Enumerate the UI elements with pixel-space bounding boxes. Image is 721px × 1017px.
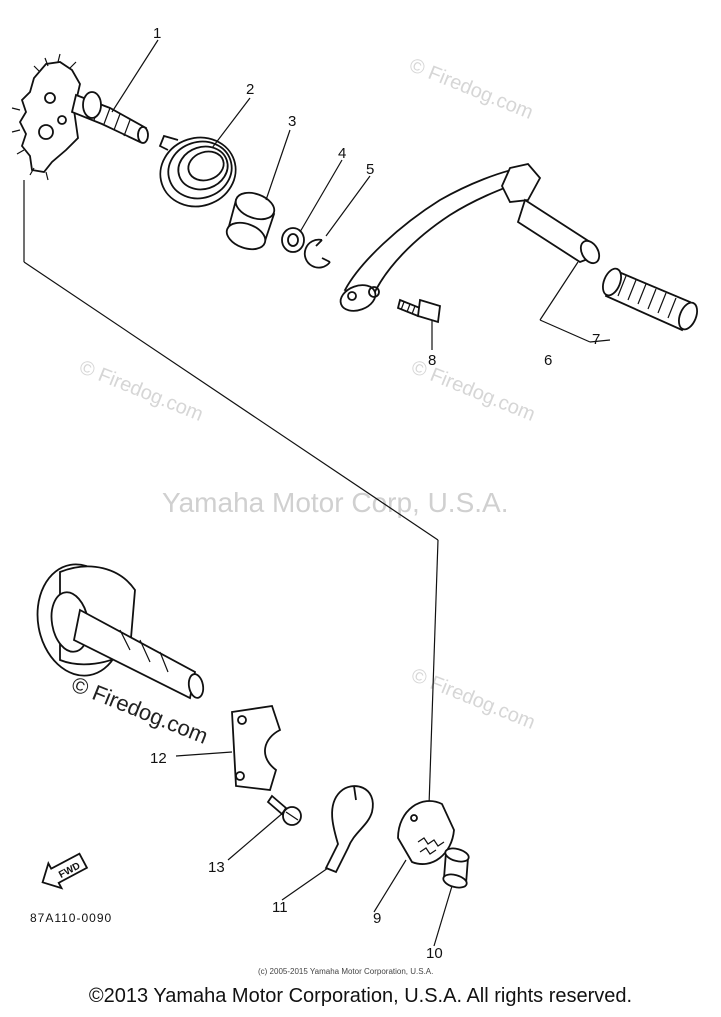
callout-8: 8 [428,352,436,369]
callout-5: 5 [366,161,374,178]
part-kick-shaft [11,53,149,181]
callout-1: 1 [153,25,161,42]
footer-copyright: ©2013 Yamaha Motor Corporation, U.S.A. A… [88,985,633,1007]
callout-10: 10 [426,945,443,962]
leader-line [589,339,611,343]
assembly-line [427,539,439,836]
leader-line [539,261,579,321]
leader-line [539,319,591,343]
part-plate [231,704,282,791]
watermark-firedog: © Firedog.com [76,356,206,426]
fwd-arrow-icon: FWD [41,852,89,890]
part-spring [158,134,237,208]
callout-4: 4 [338,145,346,162]
part-screw [266,794,302,826]
callouts: 1 2 3 4 5 6 7 8 9 10 11 12 13 [150,25,600,962]
callout-7: 7 [592,331,600,348]
callout-9: 9 [373,910,381,927]
watermark-firedog: © Firedog.com [406,54,536,124]
part-bushing [442,847,470,889]
part-collar [225,191,276,251]
callout-6: 6 [544,352,552,369]
callout-leaders [111,39,453,947]
watermark-yamaha: Yamaha Motor Corp, U.S.A. [162,487,509,518]
assembly-lines [23,180,611,836]
watermark-firedog: © Firedog.com [408,664,538,734]
small-copyright: (c) 2005-2015 Yamaha Motor Corporation, … [258,967,433,976]
part-kick-arm [339,163,601,312]
part-kick-shaft-lower [36,563,205,700]
part-bolt [396,298,441,324]
part-kick-gear [397,800,455,865]
assembly-line [23,261,439,541]
part-grip [602,267,698,332]
callout-3: 3 [288,113,296,130]
callout-11: 11 [272,899,288,916]
diagram-code: 87A110-0090 [30,911,112,925]
part-clip-spring [324,785,374,874]
callout-13: 13 [208,859,225,876]
callout-2: 2 [246,81,254,98]
part-circlip [303,238,331,269]
part-washer [281,227,305,253]
callout-12: 12 [150,750,167,767]
